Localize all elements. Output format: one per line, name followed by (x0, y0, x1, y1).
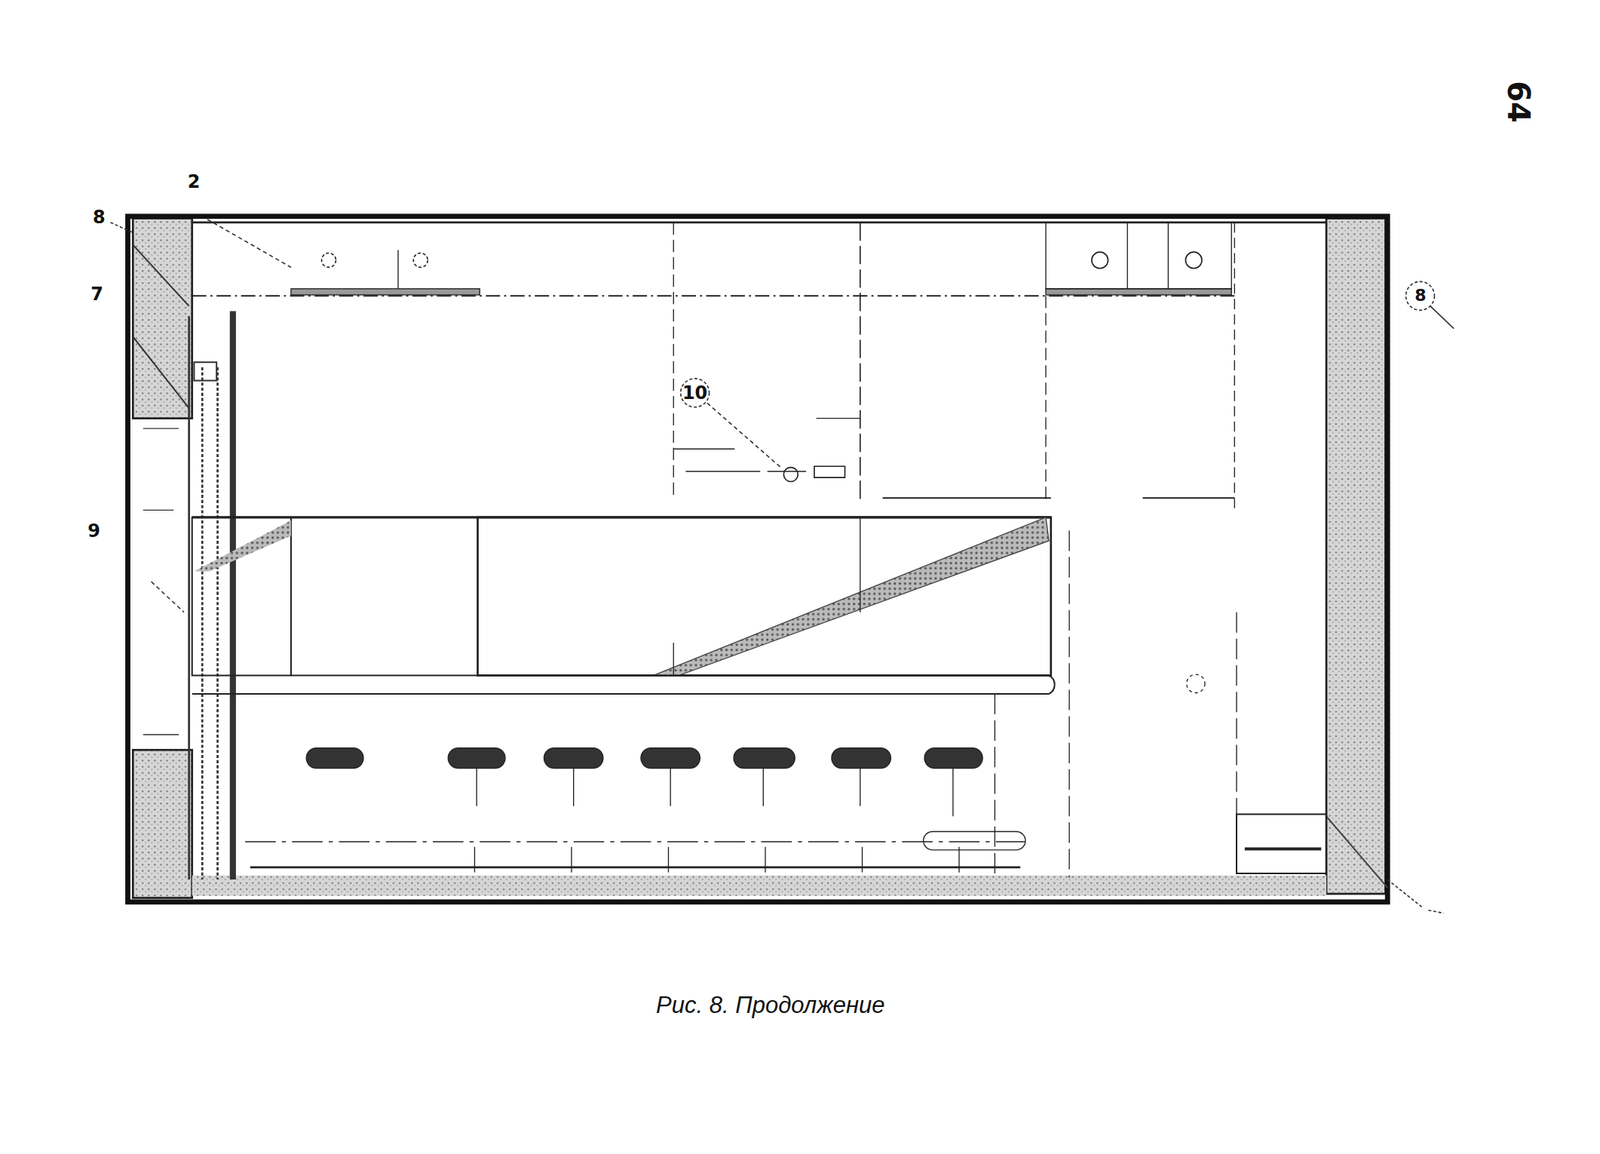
callout-number: 10 (682, 383, 708, 402)
callout-number: 8 (1414, 287, 1426, 304)
callout-number: 7 (90, 285, 104, 304)
pipes (143, 311, 233, 880)
middle-level (192, 517, 1237, 878)
upper-floor (192, 222, 1327, 510)
page-number: 64 (1503, 80, 1534, 123)
walls (128, 216, 1389, 902)
callout-number: 9 (87, 521, 101, 540)
lower-level (245, 747, 1327, 874)
callout-number: 8 (92, 208, 106, 227)
leader-lines (110, 219, 1455, 914)
figure-caption: Рис. 8. Продолжение (655, 991, 885, 1019)
callout-number: 2 (187, 172, 201, 191)
